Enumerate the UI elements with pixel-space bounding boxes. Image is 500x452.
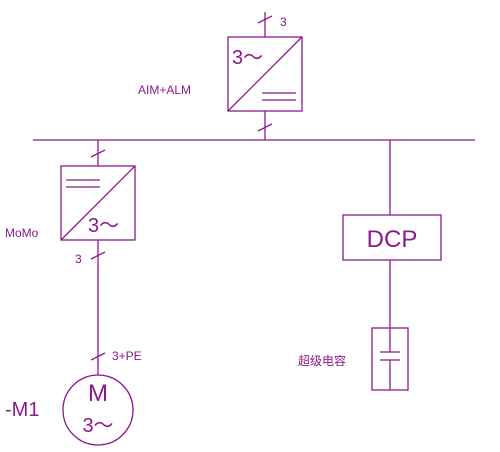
momo-bus-tick xyxy=(90,149,106,158)
motor-letter: M xyxy=(88,380,108,407)
aim-alm-label: AIM+ALM xyxy=(138,83,191,97)
momo-output-tick xyxy=(90,251,106,260)
momo-diagonal xyxy=(60,165,136,241)
dcp-box xyxy=(342,214,442,261)
dcp-label: DCP xyxy=(367,226,418,253)
motor-cable-label: 3+PE xyxy=(112,349,142,363)
aim-alm-converter: 3 3～ AIM+ALM xyxy=(138,12,303,140)
aim-alm-ac-symbol: 3～ xyxy=(232,47,263,69)
motor-id-label: -M1 xyxy=(5,399,39,421)
aim-alm-bus-tick xyxy=(257,123,273,132)
aim-alm-input-tick xyxy=(257,15,273,24)
momo-output-phases: 3 xyxy=(75,252,82,266)
momo-converter: 3～ MoMo 3 3+PE xyxy=(5,140,142,375)
supercap-label: 超级电容 xyxy=(298,353,346,368)
motor-phase-symbol: 3～ xyxy=(82,415,113,437)
aim-alm-diagonal xyxy=(227,36,303,112)
dcp-branch: DCP 超级电容 xyxy=(298,140,442,391)
aim-alm-input-phases: 3 xyxy=(280,15,287,29)
momo-ac-symbol: 3～ xyxy=(88,215,119,237)
motor-cable-tick xyxy=(90,352,106,361)
motor-circle xyxy=(62,374,134,446)
momo-label: MoMo xyxy=(5,226,39,240)
motor-m1: M 3～ -M1 xyxy=(5,374,134,446)
